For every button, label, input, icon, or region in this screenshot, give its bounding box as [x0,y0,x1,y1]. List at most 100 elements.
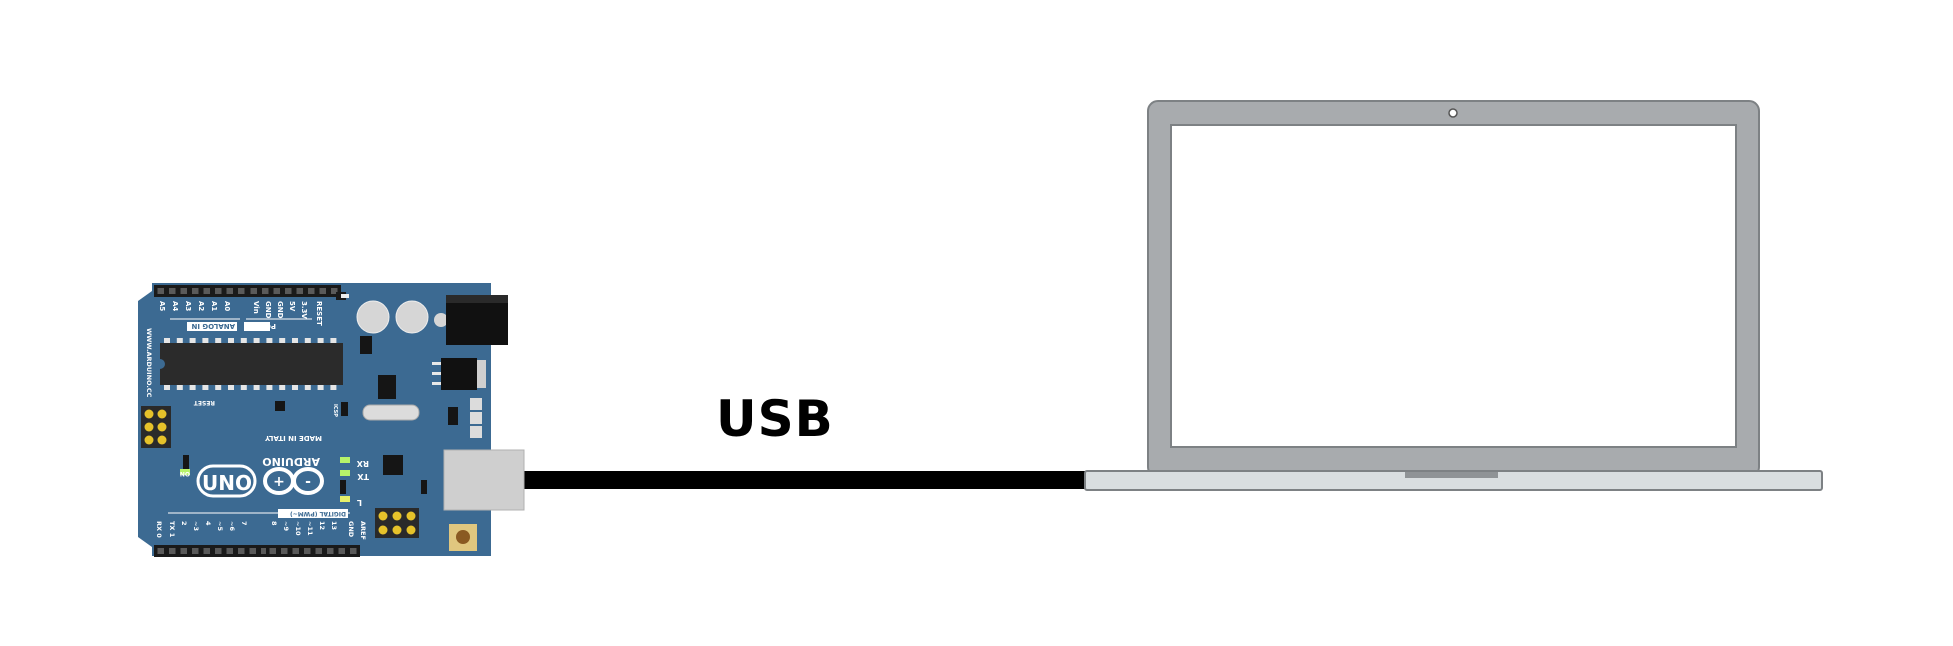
pin-label: 8 [270,521,278,526]
header-pin [350,548,357,554]
laptop-screen [1170,124,1737,448]
header-pin [169,548,176,554]
power-jack [446,295,508,345]
chip-pin [266,338,273,343]
header-pin [262,288,269,294]
header-pin [319,288,326,294]
chip-pin [164,338,170,343]
chip-pin [330,385,337,390]
header-pin [285,288,292,294]
capacitor-icon [356,300,390,334]
header-pin [180,288,187,294]
uno-label: UNO [202,471,252,495]
uno-badge [196,464,257,498]
on-label: ON [180,470,190,477]
svg-text:-: - [305,474,311,490]
chip-pin [228,385,234,390]
header-pin [180,548,187,554]
pin-label: A5 [158,301,166,311]
analog-in-label: ANALOG IN [191,322,235,330]
header-pin [327,548,334,554]
top-header-left [154,285,248,297]
capacitor-icon [395,300,429,334]
pin-label: 5V [288,301,296,312]
header-body [247,285,341,297]
chip-pin [304,385,311,390]
chip-pin [215,385,222,390]
pin-label: A3 [184,301,192,311]
chip-pin [215,338,222,343]
header-pin [308,288,315,294]
pin-label: GND [276,301,284,319]
chip-pin [317,338,324,343]
header-pin [296,288,303,294]
arduino-board: UNO + - ARDUINO ON RX TX L MADE IN ITALY… [138,283,525,557]
icsp-header-right [375,508,419,538]
header-pin [169,288,176,294]
pin-label: A2 [197,301,205,311]
crystal-oscillator [362,404,420,421]
rx-label: RX [356,459,369,468]
pin-label: TX 1 [168,521,176,538]
chip-pin [189,338,196,343]
pin-label: ~6 [228,521,236,531]
chip-pin [202,338,209,343]
rx-led [340,457,350,463]
icsp-label: ICSP [332,404,338,417]
header-pin [226,288,233,294]
pin-label: GND [347,521,355,538]
chip-pin [292,338,298,343]
header-pin [250,288,257,294]
header-pin [157,548,164,554]
tx-led [340,470,350,476]
usb-b-port [443,449,525,511]
header-pin [273,288,280,294]
chip-pin [292,385,298,390]
on-led [180,469,190,475]
svg-text:+: + [273,474,285,490]
made-in-label: MADE IN ITALY [264,434,322,442]
header-pin [157,288,164,294]
pin-label: A4 [171,301,179,311]
header-pin [338,548,345,554]
header-pin [261,548,268,554]
microcontroller-chip [160,343,343,385]
bottom-header-right [266,545,360,557]
pin-label: ~11 [306,521,314,536]
header-pin [203,288,210,294]
chip-pin [240,385,247,390]
tx-label: TX [357,472,369,481]
pin-label: AREF [359,521,367,540]
header-pin [269,548,276,554]
pin-label: 13 [330,521,338,530]
chip-pin [253,338,260,343]
chip-pin [202,385,209,390]
webcam-icon [1448,108,1458,118]
chip-pin [266,385,273,390]
chip-pin [228,338,234,343]
header-pin [238,548,245,554]
pin-label: RX 0 [155,521,163,538]
pin-label: A1 [210,301,218,311]
header-body [154,285,248,297]
chip-pin [189,385,196,390]
voltage-regulator [441,358,477,390]
pin-label: ~3 [192,521,200,531]
header-pin [315,548,322,554]
chip-pin [164,385,170,390]
pin-label: ~10 [294,521,302,536]
header-pin [304,548,311,554]
chip-pin [304,338,311,343]
l-led [340,496,350,502]
pin-label: Vin [252,301,260,314]
pin-label: 2 [180,521,188,526]
chip-pin [317,385,324,390]
pin-label: ~5 [216,521,224,531]
header-pin [281,548,288,554]
pin-label: ~9 [282,521,290,531]
